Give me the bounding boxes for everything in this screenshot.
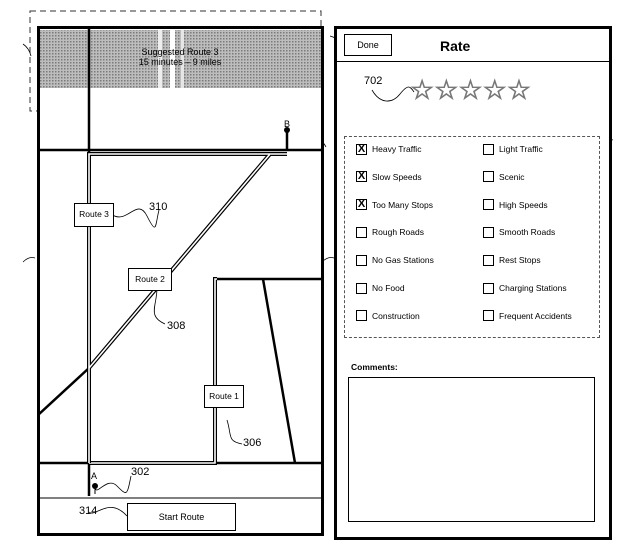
option-rough-roads[interactable]: Rough Roads [356,225,424,239]
checkbox[interactable]: X [356,170,367,183]
checkbox[interactable] [356,310,367,322]
option-high-speeds[interactable]: High Speeds [483,198,548,212]
point-a-label: A [91,471,98,481]
option-label: No Food [372,283,405,293]
route-2-callout[interactable]: Route 2 [128,268,172,291]
star-rating[interactable]: ☆☆☆☆☆ [410,75,532,106]
route-1-callout[interactable]: Route 1 [204,385,244,408]
header-divider [337,61,609,62]
point-b-marker [284,127,290,133]
option-label: Too Many Stops [372,199,433,210]
checkbox[interactable] [483,254,494,266]
option-too-many-stops[interactable]: X Too Many Stops [356,198,433,212]
route-paths [87,152,287,465]
option-label: Charging Stations [499,283,567,293]
option-light-traffic[interactable]: Light Traffic [483,142,543,156]
checkbox[interactable] [356,254,367,266]
start-route-button[interactable]: Start Route [127,503,236,531]
option-smooth-roads[interactable]: Smooth Roads [483,225,555,239]
option-label: Heavy Traffic [372,144,422,154]
checkbox[interactable] [483,282,494,294]
checkbox[interactable] [483,199,494,211]
option-label: Slow Speeds [372,171,422,182]
option-label: High Speeds [499,199,548,210]
map-phone-frame [37,26,324,536]
ref-314: 314 [79,505,98,517]
page-title: Rate [440,38,471,54]
checkbox[interactable] [483,143,494,155]
ref-310: 310 [149,201,168,213]
banner-subtitle: 15 minutes – 9 miles [138,57,222,67]
option-label: Scenic [499,171,525,182]
options-group [344,136,600,338]
checkbox[interactable] [356,282,367,294]
option-no-food[interactable]: No Food [356,281,405,295]
option-construction[interactable]: Construction [356,309,420,323]
checkbox[interactable] [356,226,367,238]
option-charging-stations[interactable]: Charging Stations [483,281,567,295]
option-label: Rest Stops [499,255,541,266]
stars-leader [371,86,415,102]
option-label: Frequent Accidents [499,310,572,321]
option-frequent-accidents[interactable]: Frequent Accidents [483,309,572,323]
option-label: No Gas Stations [372,255,434,266]
point-b-label: B [284,119,291,129]
ref-306: 306 [243,437,262,449]
option-rest-stops[interactable]: Rest Stops [483,253,541,267]
option-label: Light Traffic [499,144,543,154]
checkbox[interactable] [483,226,494,238]
ref-702: 702 [364,75,383,87]
checkbox[interactable]: X [356,198,367,211]
checkbox[interactable] [483,171,494,183]
done-button[interactable]: Done [344,34,392,56]
route-banner[interactable] [40,30,321,88]
route-3-callout[interactable]: Route 3 [74,203,114,227]
comments-label: Comments: [351,362,398,372]
checkbox[interactable]: X [356,142,367,155]
ref-308: 308 [167,320,186,332]
option-label: Construction [372,310,420,321]
option-slow-speeds[interactable]: X Slow Speeds [356,170,422,184]
option-label: Smooth Roads [499,227,556,238]
map-view[interactable] [37,26,324,536]
option-heavy-traffic[interactable]: X Heavy Traffic [356,142,421,156]
banner-title: Suggested Route 3 [141,47,219,57]
checkbox[interactable] [483,310,494,322]
comments-textarea[interactable] [348,377,595,522]
ref-302: 302 [131,466,150,478]
option-no-gas-stations[interactable]: No Gas Stations [356,253,434,267]
option-scenic[interactable]: Scenic [483,170,525,184]
option-label: Rough Roads [372,227,424,238]
